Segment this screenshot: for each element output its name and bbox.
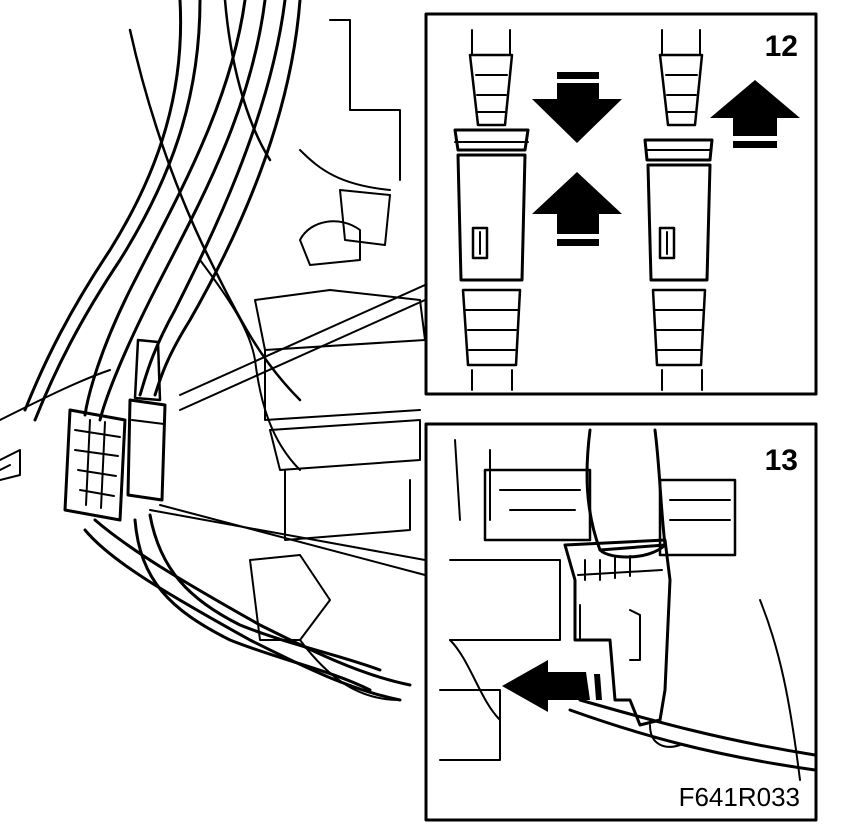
figure-reference: F641R033 (679, 782, 800, 812)
arrow-up-icon (532, 172, 622, 246)
connector-locked (643, 29, 714, 391)
arrow-left-icon (502, 660, 602, 712)
main-scene (0, 0, 426, 702)
connector-unlocked (453, 29, 530, 391)
inset-panel-13 (424, 422, 818, 822)
inset-panel-12 (424, 12, 818, 396)
arrow-up-icon (710, 80, 800, 148)
callout-label-12: 12 (765, 30, 798, 63)
arrow-down-icon (532, 72, 622, 143)
callout-label-13: 13 (765, 444, 798, 477)
